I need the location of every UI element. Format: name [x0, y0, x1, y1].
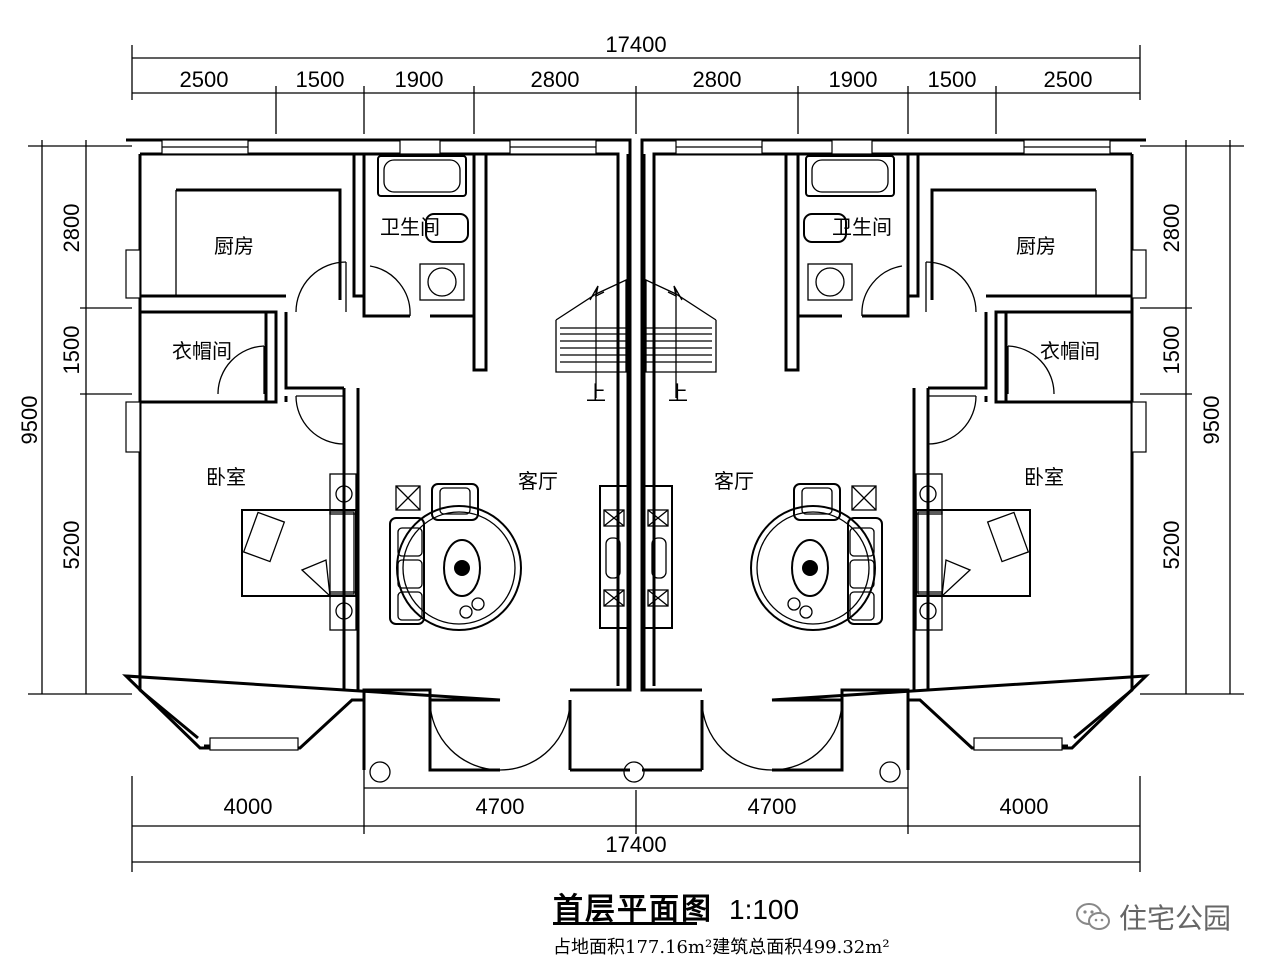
plan-title-text: 首层平面图 — [553, 892, 713, 927]
room-label-living-left: 客厅 — [518, 469, 558, 493]
room-label-bedroom-right: 卧室 — [1024, 465, 1064, 489]
area-note: 占地面积177.16m²建筑总面积499.32m² — [553, 937, 890, 958]
brand-label: 住宅公园 — [1119, 902, 1232, 935]
room-label-bath-left: 卫生间 — [380, 215, 440, 239]
left-dim-2: 1500 — [59, 326, 84, 375]
top-dim-6: 1900 — [829, 67, 878, 92]
toilet-icon — [425, 213, 469, 243]
left-dimension-lines — [28, 140, 132, 695]
stair-up-label-left: 上 — [586, 381, 606, 405]
right-dim-2: 1500 — [1159, 326, 1184, 375]
top-dim-7: 1500 — [928, 67, 977, 92]
right-dim-1: 2800 — [1159, 204, 1184, 253]
title-underline — [553, 922, 697, 925]
plan-scale: 1:100 — [729, 894, 800, 925]
bottom-dim-1: 4000 — [224, 794, 273, 819]
bottom-dim-4: 4000 — [1000, 794, 1049, 819]
left-unit-walls — [122, 138, 646, 772]
top-dim-1: 2500 — [180, 67, 229, 92]
top-dim-5: 2800 — [693, 67, 742, 92]
right-unit — [640, 138, 1150, 772]
room-label-closet-left: 衣帽间 — [172, 339, 232, 363]
wechat-icon — [1076, 903, 1110, 930]
top-dim-8: 2500 — [1044, 67, 1093, 92]
left-doors — [217, 261, 571, 771]
left-tv-cabinet-icon — [599, 485, 629, 629]
right-dimension-lines — [1140, 140, 1244, 695]
right-dim-3: 5200 — [1159, 521, 1184, 570]
entry-columns — [369, 761, 901, 783]
top-dim-2: 1500 — [296, 67, 345, 92]
left-dim-3: 5200 — [59, 521, 84, 570]
room-label-living-right: 客厅 — [714, 469, 754, 493]
room-label-bath-right: 卫生间 — [832, 215, 892, 239]
bottom-dim-2: 4700 — [476, 794, 525, 819]
left-bed-icon — [241, 473, 357, 631]
stair-up-label-right: 上 — [668, 381, 688, 405]
room-label-kitchen-right: 厨房 — [1016, 234, 1056, 258]
left-sofa-icon — [389, 483, 522, 631]
left-stairs-icon — [555, 278, 627, 398]
top-dimension-lines — [131, 45, 1141, 134]
sink-icon — [419, 263, 465, 301]
left-total-dim: 9500 — [17, 396, 42, 445]
plan-title: 首层平面图 1:100 — [553, 884, 799, 928]
bathtub-icon — [377, 155, 467, 197]
left-windows — [125, 139, 597, 751]
top-dim-3: 1900 — [395, 67, 444, 92]
left-dim-1: 2800 — [59, 204, 84, 253]
room-label-kitchen-left: 厨房 — [214, 234, 254, 258]
left-bath-fixtures — [377, 155, 469, 301]
right-total-dim: 9500 — [1199, 396, 1224, 445]
bottom-total-dim: 17400 — [605, 832, 666, 857]
room-label-bedroom-left: 卧室 — [206, 465, 246, 489]
brand-watermark: 住宅公园 — [1075, 897, 1231, 937]
top-dim-4: 2800 — [531, 67, 580, 92]
top-total-dim: 17400 — [605, 32, 666, 57]
bottom-dim-3: 4700 — [748, 794, 797, 819]
room-label-closet-right: 衣帽间 — [1040, 339, 1100, 363]
